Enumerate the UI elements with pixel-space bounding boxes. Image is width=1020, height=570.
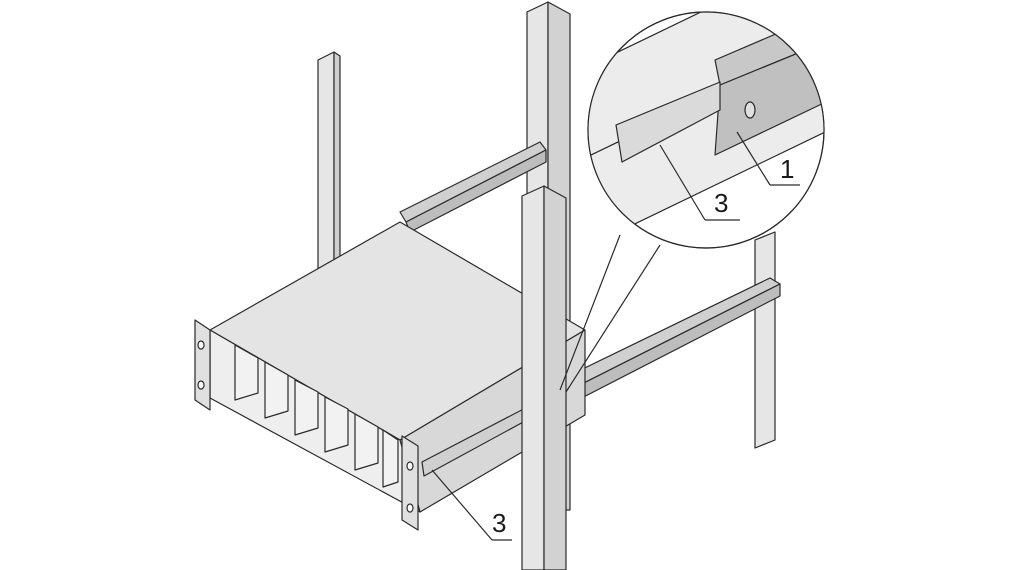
leader-line-3-detail bbox=[659, 144, 706, 221]
detail-view bbox=[559, 11, 825, 393]
callout-label-1: 1 bbox=[780, 154, 794, 184]
callout-label-3-main: 3 bbox=[492, 508, 506, 538]
leader-line-1 bbox=[736, 131, 771, 186]
front-flange-left bbox=[194, 319, 211, 411]
support-rail-upper bbox=[399, 141, 547, 233]
leader-line-3-main bbox=[431, 469, 493, 541]
callout-label-3-detail: 3 bbox=[714, 188, 728, 218]
subrack bbox=[194, 221, 586, 531]
support-rail-lower-right bbox=[559, 277, 781, 405]
front-flange-right bbox=[401, 435, 419, 531]
rack-post-back-right bbox=[754, 231, 776, 449]
rack-post-front-center bbox=[521, 185, 567, 570]
